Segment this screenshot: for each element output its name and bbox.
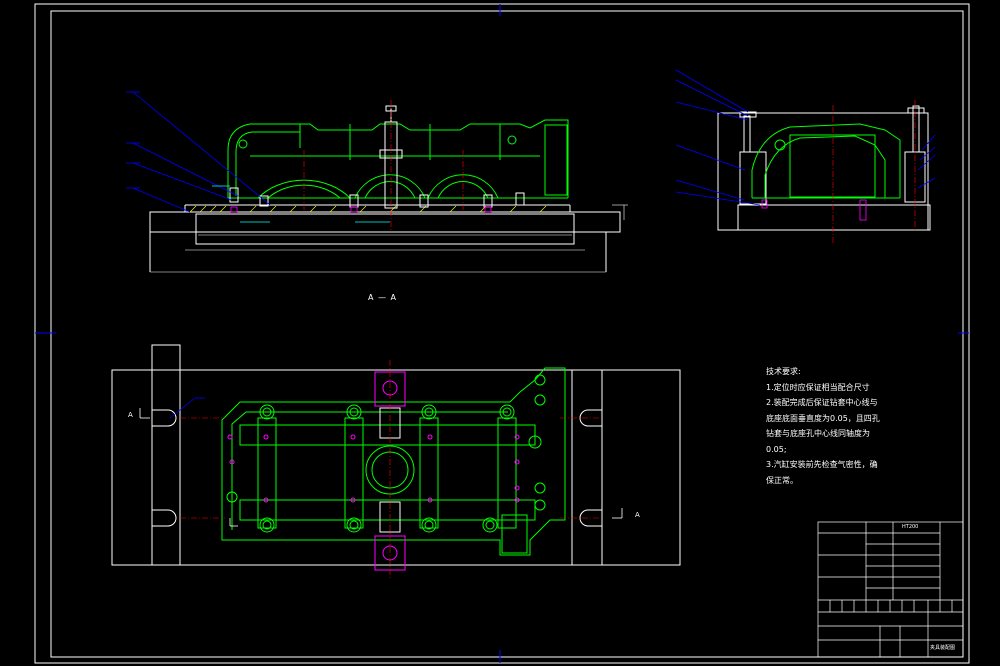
leader-lines-side [675, 69, 936, 206]
tech-line: 底座底面垂直度为0.05，且四孔 [766, 413, 880, 423]
title-block [817, 521, 964, 658]
centering-marks [35, 4, 969, 663]
tech-line: 保正常。 [766, 475, 798, 485]
tech-line: 3.汽缸安装前先检查气密性，确 [766, 460, 878, 469]
title-block-title: 夹具装配图 [930, 645, 956, 651]
technical-requirements: 技术要求: 1.定位时应保证相当配合尺寸 2.装配完成后保证钻套中心线与 底座底… [766, 364, 966, 488]
tech-line: 0.05; [766, 444, 787, 454]
title-block-material: HT200 [902, 524, 919, 530]
side-view [675, 69, 936, 243]
tech-line: 钻套与底座孔中心线同轴度为 [766, 429, 870, 438]
cut-mark-right: A [635, 511, 640, 519]
tech-heading: 技术要求: [766, 367, 801, 376]
leader-lines-front [126, 91, 271, 213]
front-view [126, 91, 628, 273]
cut-mark-left: A [128, 411, 133, 419]
outer-border [34, 3, 970, 664]
section-label: A — A [368, 293, 398, 302]
tech-line: 1.定位时应保证相当配合尺寸 [766, 382, 870, 392]
tech-line: 2.装配完成后保证钻套中心线与 [766, 398, 878, 407]
top-view [111, 344, 681, 580]
inner-border [50, 10, 964, 658]
